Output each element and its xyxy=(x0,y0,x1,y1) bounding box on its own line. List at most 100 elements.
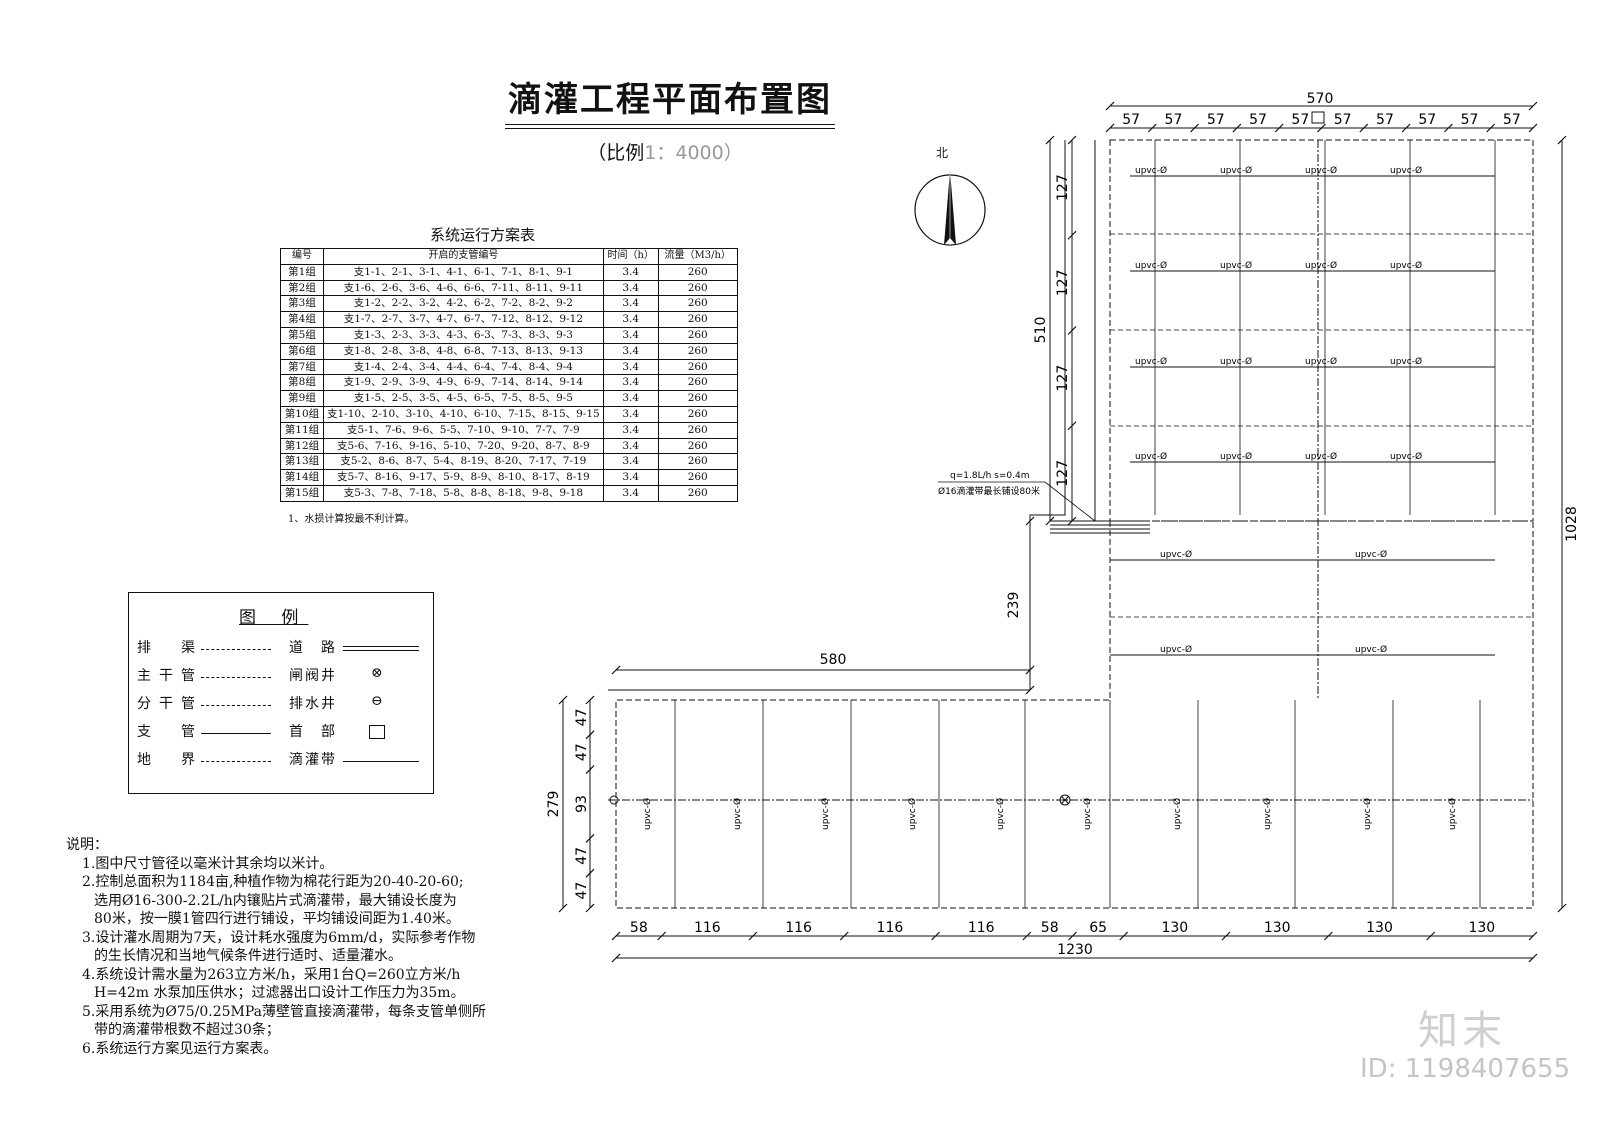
dimension-tick xyxy=(657,931,667,941)
pipe-labels: upvc-Ø upvc-Ø upvc-Ø upvc-Ø upvc-Ø upvc-Ø upvc… xyxy=(642,165,1458,830)
valve-well-icon xyxy=(1059,794,1071,806)
note-line: 3.设计灌水周期为7天，设计耗水强度为6mm/d，实际参考作物 xyxy=(82,929,476,946)
dim-left-upper-total: 510 xyxy=(1033,317,1049,344)
dim-left-upper-segment: 127 xyxy=(1055,460,1071,487)
dimension-tick xyxy=(1068,931,1077,941)
legend-right-label: 闸阀井 xyxy=(289,668,335,684)
north-arrow-icon xyxy=(914,170,986,246)
legend-right-label: 道路 xyxy=(289,640,335,656)
legend-line-symbol xyxy=(201,761,271,762)
dimension-tick xyxy=(1528,931,1538,941)
dim-top-segment: 57 xyxy=(1376,112,1394,128)
ops-cell-time: 3.4 xyxy=(602,374,659,392)
scale-value: 1：4000） xyxy=(644,142,743,164)
legend-title: 图 例 xyxy=(239,608,309,628)
drain-well-icon xyxy=(609,795,619,805)
pipe-label: upvc-Ø xyxy=(1082,798,1093,830)
dim-bottom-segment: 116 xyxy=(694,920,721,936)
emitter-annotation: q=1.8L/h s=0.4m xyxy=(950,471,1030,481)
pipe-label: upvc-Ø xyxy=(907,798,918,830)
dim-bottom-segment: 116 xyxy=(968,920,995,936)
header-manifold xyxy=(1050,520,1150,534)
dim-bottom-segment: 116 xyxy=(785,920,812,936)
ops-table-row: 第14组支5-7、8-16、9-17、5-9、8-9、8-10、8-17、8-1… xyxy=(280,469,738,486)
dim-left-lower-segment: 47 xyxy=(574,882,590,900)
branch-pipes-middle xyxy=(1110,559,1495,656)
dimension-lines xyxy=(562,105,1563,959)
legend-left-label: 排渠 xyxy=(137,640,195,656)
note-line: H=42m 水泵加压供水；过滤器出口设计工作压力为35m。 xyxy=(94,985,465,1001)
ops-cell-pipes: 支1-8、2-8、3-8、4-8、6-8、7-13、8-13、9-13 xyxy=(323,342,604,360)
dimension-tick xyxy=(839,931,849,941)
legend-line-symbol xyxy=(201,705,271,706)
dimension-tick xyxy=(1323,931,1333,941)
dim-top-total: 570 xyxy=(1307,91,1334,107)
ops-cell-flow: 260 xyxy=(657,469,738,486)
pipe-label: upvc-Ø xyxy=(1390,165,1422,176)
dimension-tick xyxy=(585,903,595,913)
pipe-label: upvc-Ø xyxy=(995,798,1006,830)
note-line: 的生长情况和当地气候条件进行适时、适量灌水。 xyxy=(94,948,402,964)
ops-cell-pipes: 支1-1、2-1、3-1、4-1、6-1、7-1、8-1、9-1 xyxy=(323,263,604,281)
annotation-leader xyxy=(1044,481,1096,522)
legend-row: 分干管排水井⊖ xyxy=(129,693,433,717)
watermark-brand: 知末 xyxy=(1418,1008,1506,1054)
note-line: 6.系统运行方案见运行方案表。 xyxy=(82,1040,278,1057)
ops-cell-time: 3.4 xyxy=(602,469,659,486)
dimension-tick xyxy=(585,868,595,878)
dim-left-lower-segment: 93 xyxy=(574,795,590,813)
pipe-label: upvc-Ø xyxy=(642,798,653,830)
dimension-tick xyxy=(1317,123,1326,133)
pipe-label: upvc-Ø xyxy=(1172,798,1183,830)
pipe-label: upvc-Ø xyxy=(820,798,831,830)
north-label: 北 xyxy=(936,146,949,160)
dimension-tick xyxy=(585,765,595,775)
dim-bottom-segment: 116 xyxy=(877,920,904,936)
ops-cell-time: 3.4 xyxy=(602,421,659,439)
dimension-tick xyxy=(1067,135,1077,145)
ops-cell-id: 第6组 xyxy=(280,342,324,360)
dimension-tick xyxy=(1232,123,1242,133)
pipe-label: upvc-Ø xyxy=(1262,798,1273,830)
note-line: 4.系统设计需水量为263立方米/h，采用1台Q=260立方米/h xyxy=(82,966,461,983)
title-underline-thin xyxy=(505,128,835,129)
dimension-tick xyxy=(1119,931,1129,941)
note-line: 2.控制总面积为1184亩,种植作物为棉花行距为20-40-20-60; xyxy=(82,874,464,890)
legend-left-label: 支管 xyxy=(137,724,195,740)
dimension-tick xyxy=(1147,123,1157,133)
ops-cell-pipes: 支1-5、2-5、3-5、4-5、6-5、7-5、8-5、9-5 xyxy=(323,390,604,407)
dimension-tick xyxy=(1359,123,1369,133)
note-line: 1.图中尺寸管径以毫米计其余均以米计。 xyxy=(82,855,334,872)
dimension-tick xyxy=(1190,123,1200,133)
lower-columns xyxy=(674,700,1481,908)
subplot-columns-upper xyxy=(1154,140,1496,515)
dim-top-segment: 57 xyxy=(1503,112,1521,128)
dim-top-segment: 57 xyxy=(1207,112,1225,128)
legend-right-label: 排水井 xyxy=(289,696,335,712)
lower-field-boundary xyxy=(615,521,1534,909)
dimension-tick xyxy=(1105,123,1115,133)
drain-well-icon: ⊖ xyxy=(371,693,383,709)
dim-left-lower-segment: 47 xyxy=(574,743,590,761)
dim-bottom-segment: 58 xyxy=(1041,920,1059,936)
dimension-tick xyxy=(585,695,595,705)
dimension-tick xyxy=(1443,123,1453,133)
dimension-tick xyxy=(1221,931,1231,941)
pipe-label: upvc-Ø xyxy=(1220,165,1252,176)
legend-left-label: 地界 xyxy=(137,752,195,768)
pipe-label: upvc-Ø xyxy=(1135,451,1167,462)
pipe-label: upvc-Ø xyxy=(1220,356,1252,367)
dimension-tick xyxy=(611,931,621,941)
dim-bottom-segment: 130 xyxy=(1468,920,1495,936)
main-pipe-upper xyxy=(1110,140,1533,700)
pipe-label: upvc-Ø xyxy=(1390,451,1422,462)
